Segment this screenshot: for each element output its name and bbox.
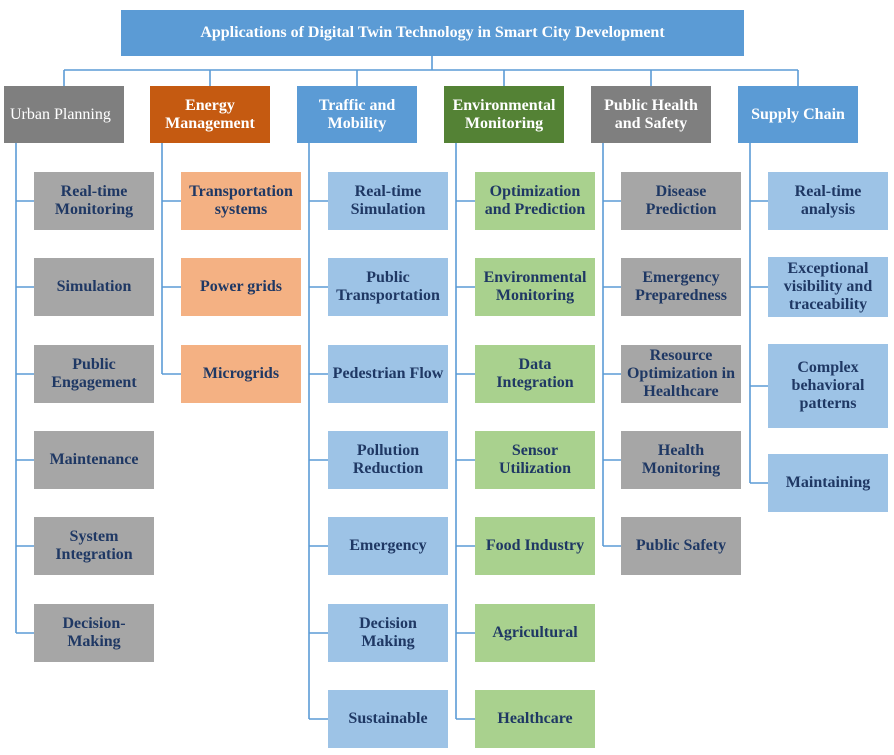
item-energy-0: Transportation systems [181,172,301,230]
root-title: Applications of Digital Twin Technology … [121,10,744,56]
item-urban-3: Maintenance [34,431,154,489]
item-traffic-3: Pollution Reduction [328,431,448,489]
item-traffic-2: Pedestrian Flow [328,345,448,403]
item-traffic-5: Decision Making [328,604,448,662]
item-supply-0: Real-time analysis [768,172,888,230]
item-environment-3: Sensor Utilization [475,431,595,489]
category-header-supply: Supply Chain [738,86,858,143]
item-urban-5: Decision-Making [34,604,154,662]
item-traffic-0: Real-time Simulation [328,172,448,230]
item-environment-6: Healthcare [475,690,595,748]
item-urban-1: Simulation [34,258,154,316]
item-environment-4: Food Industry [475,517,595,575]
category-header-environment: Environmental Monitoring [444,86,564,143]
item-traffic-6: Sustainable [328,690,448,748]
item-environment-0: Optimization and Prediction [475,172,595,230]
item-environment-2: Data Integration [475,345,595,403]
item-health-1: Emergency Preparedness [621,258,741,316]
item-energy-2: Microgrids [181,345,301,403]
item-energy-1: Power grids [181,258,301,316]
item-health-3: Health Monitoring [621,431,741,489]
category-header-energy: Energy Management [150,86,270,143]
item-health-4: Public Safety [621,517,741,575]
item-environment-1: Environmental Monitoring [475,258,595,316]
category-header-traffic: Traffic and Mobility [297,86,417,143]
item-health-0: Disease Prediction [621,172,741,230]
item-urban-4: System Integration [34,517,154,575]
item-urban-2: Public Engagement [34,345,154,403]
item-supply-2: Complex behavioral patterns [768,344,888,428]
item-health-2: Resource Optimization in Healthcare [621,345,741,403]
item-environment-5: Agricultural [475,604,595,662]
item-traffic-4: Emergency [328,517,448,575]
category-header-health: Public Health and Safety [591,86,711,143]
category-header-urban: Urban Planning [4,86,124,143]
item-traffic-1: Public Transportation [328,258,448,316]
item-supply-3: Maintaining [768,454,888,512]
item-urban-0: Real-time Monitoring [34,172,154,230]
item-supply-1: Exceptional visibility and traceability [768,257,888,317]
